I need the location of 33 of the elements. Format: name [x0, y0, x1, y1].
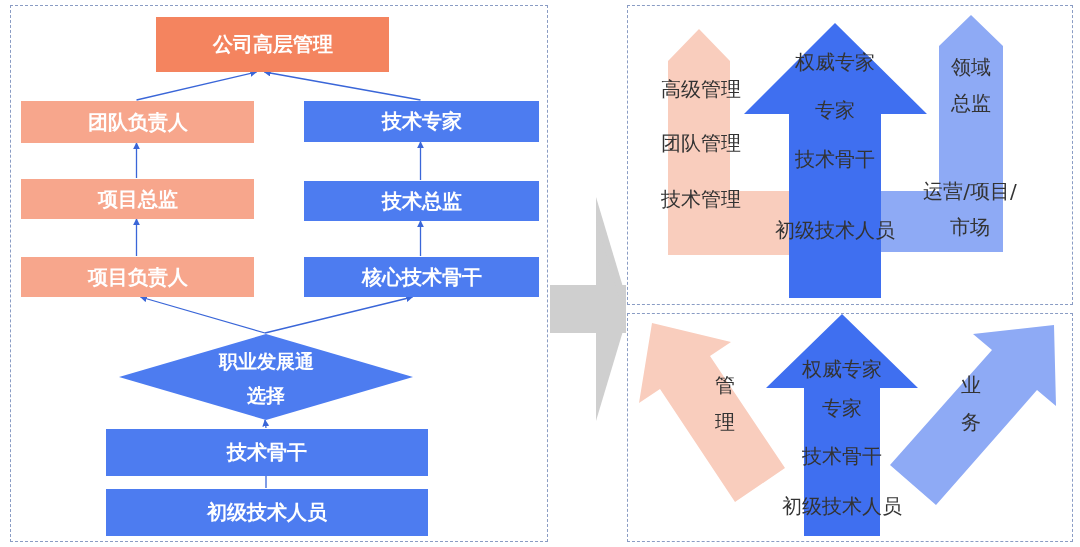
- arrow-label: 技术管理: [660, 186, 742, 212]
- role-box: 项目总监: [21, 179, 254, 219]
- arrow: [133, 218, 140, 257]
- arrow-label: 权威专家: [801, 356, 883, 382]
- role-box: 核心技术骨干: [304, 257, 539, 297]
- arrow: [263, 69, 422, 101]
- arrow: [139, 295, 266, 334]
- role-box: 初级技术人员: [106, 489, 428, 536]
- arrow-label: 业务: [960, 372, 982, 436]
- dashed-panel: [10, 5, 548, 542]
- arrow: [133, 142, 140, 179]
- role-box: 团队负责人: [21, 101, 254, 143]
- arrow-label: 权威专家: [794, 49, 876, 75]
- arrow: [262, 419, 270, 429]
- arrow: [135, 70, 258, 101]
- arrow: [264, 295, 414, 334]
- arrow: [417, 220, 424, 257]
- arrow: [417, 141, 424, 181]
- dashed-panel: [627, 313, 1073, 542]
- role-box: 技术专家: [304, 101, 539, 142]
- arrow-label: 高级管理: [660, 76, 742, 102]
- arrow-label: 团队管理: [660, 130, 742, 156]
- arrow-label: 管理: [714, 372, 736, 436]
- arrow-label: 领域总监: [950, 54, 992, 117]
- management-box: 公司高层管理: [156, 17, 389, 72]
- arrow-label: 专家: [814, 97, 856, 123]
- role-box: 项目负责人: [21, 257, 254, 297]
- diamond-label: 职业发展通选择: [217, 349, 315, 408]
- arrow-label: 技术骨干: [794, 146, 876, 172]
- arrow-label: 专家: [821, 395, 863, 421]
- role-box: 技术骨干: [106, 429, 428, 476]
- dashed-panel: [627, 5, 1073, 305]
- role-box: 技术总监: [304, 181, 539, 221]
